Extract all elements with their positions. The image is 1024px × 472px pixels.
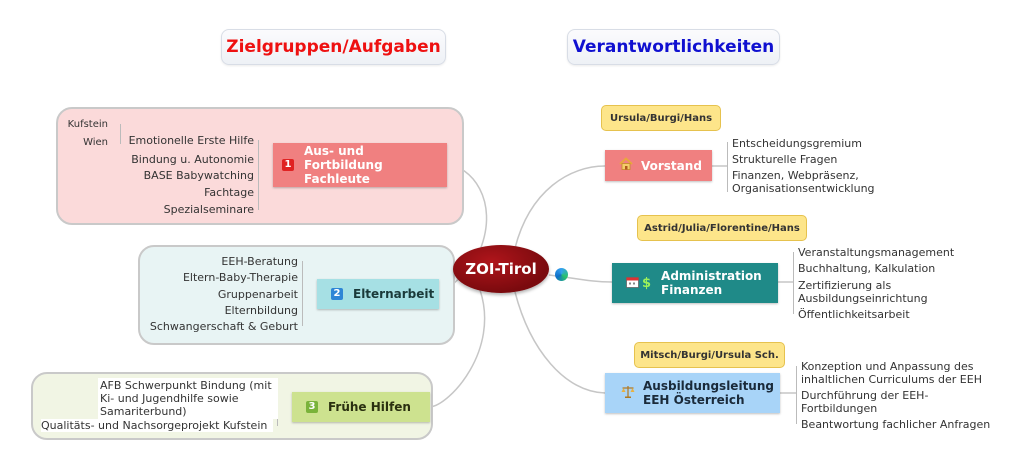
topic-elternarbeit[interactable]: 2 Elternarbeit (317, 279, 439, 309)
subtopic-fachtage[interactable]: Fachtage (204, 186, 254, 199)
subtopic-qualitaets-nachsorgeprojekt[interactable]: Qualitäts- und Nachsorgeprojekt Kufstein (41, 419, 273, 432)
priority-3-icon: 3 (306, 401, 318, 413)
subtopic-base-babywatching[interactable]: BASE Babywatching (143, 169, 254, 182)
scales-icon (621, 385, 635, 401)
dollar-icon: $ (642, 275, 652, 291)
topic-vorstand[interactable]: Vorstand (605, 150, 712, 181)
central-topic[interactable]: ZOI-Tirol (453, 245, 549, 293)
topic-vorstand-label: Vorstand (641, 158, 702, 173)
subtopic-beantwortung-anfragen[interactable]: Beantwortung fachlicher Anfragen (801, 418, 991, 431)
header-zielgruppen-label: Zielgruppen/Aufgaben (226, 37, 441, 57)
topic-elternarbeit-label: Elternarbeit (353, 287, 435, 301)
subtopic-veranstaltungsmanagement[interactable]: Veranstaltungsmanagement (798, 246, 955, 259)
subtopic-strukturelle-fragen[interactable]: Strukturelle Fragen (732, 153, 838, 166)
callout-vorstand-label: Ursula/Burgi/Hans (609, 112, 713, 124)
subtopic-wien[interactable]: Wien (83, 137, 108, 148)
subtopic-finanzen-webpraesenz[interactable]: Finanzen, Webpräsenz, Organisationsentwi… (732, 169, 875, 195)
subtopic-gruppenarbeit[interactable]: Gruppenarbeit (217, 288, 298, 301)
link-ausbildung (514, 291, 606, 394)
calendar-icon (626, 276, 639, 291)
topic-fruehe-hilfen[interactable]: 3 Frühe Hilfen (292, 392, 430, 422)
subtopic-zertifizierung[interactable]: Zertifizierung als Ausbildungseinrichtun… (798, 279, 928, 305)
subtopic-buchhaltung-kalkulation[interactable]: Buchhaltung, Kalkulation (798, 262, 936, 275)
subtopic-kufstein[interactable]: Kufstein (67, 119, 108, 130)
house-icon (619, 157, 633, 174)
header-verantwortlichkeiten: Verantwortlichkeiten (567, 29, 780, 65)
topic-administration-finanzen-label: Administration Finanzen (661, 269, 762, 297)
topic-fruehe-hilfen-label: Frühe Hilfen (328, 400, 411, 414)
subtopic-bindung-autonomie[interactable]: Bindung u. Autonomie (131, 153, 254, 166)
subtopic-konzeption-anpassung[interactable]: Konzeption und Anpassung des inhaltliche… (801, 360, 982, 386)
central-topic-label: ZOI-Tirol (465, 260, 537, 278)
callout-administration-label: Astrid/Julia/Florentine/Hans (644, 222, 800, 234)
subtopic-schwangerschaft-geburt[interactable]: Schwangerschaft & Geburt (149, 320, 298, 333)
callout-ausbildungsleitung-label: Mitsch/Burgi/Ursula Sch. (640, 349, 779, 361)
subtopic-entscheidungsgremium[interactable]: Entscheidungsgremium (732, 137, 862, 150)
subtopic-afb-schwerpunkt-bindung[interactable]: AFB Schwerpunkt Bindung (mit Ki- und Jug… (98, 378, 278, 419)
subtopic-eltern-baby-therapie[interactable]: Eltern-Baby-Therapie (182, 271, 298, 284)
topic-aus-und-fortbildung[interactable]: 1 Aus- und Fortbildung Fachleute (273, 143, 447, 187)
subtopic-durchfuehrung-fortbildungen[interactable]: Durchführung der EEH-Fortbildungen (801, 389, 929, 415)
priority-2-icon: 2 (331, 288, 343, 300)
topic-administration-finanzen[interactable]: $ Administration Finanzen (612, 263, 778, 303)
link-t3 (429, 289, 486, 408)
subtopic-eeh-beratung[interactable]: EEH-Beratung (221, 255, 298, 268)
link-vorstand (514, 165, 606, 249)
topic-aus-und-fortbildung-label: Aus- und Fortbildung Fachleute (304, 144, 383, 186)
header-verantwortlichkeiten-label: Verantwortlichkeiten (572, 37, 775, 57)
subtopic-oeffentlichkeitsarbeit[interactable]: Öffentlichkeitsarbeit (798, 308, 910, 321)
header-zielgruppen: Zielgruppen/Aufgaben (221, 29, 446, 65)
subtopic-elternbildung[interactable]: Elternbildung (224, 304, 298, 317)
callout-ausbildungsleitung[interactable]: Mitsch/Burgi/Ursula Sch. (634, 342, 785, 368)
edge-browser-icon[interactable] (555, 268, 568, 281)
topic-ausbildungsleitung-label: Ausbildungsleitung EEH Österreich (643, 379, 774, 407)
priority-1-icon: 1 (282, 159, 294, 171)
subtopic-spezialseminare[interactable]: Spezialseminare (163, 203, 254, 216)
callout-vorstand[interactable]: Ursula/Burgi/Hans (601, 105, 721, 131)
callout-administration[interactable]: Astrid/Julia/Florentine/Hans (637, 215, 807, 241)
topic-ausbildungsleitung[interactable]: Ausbildungsleitung EEH Österreich (605, 373, 780, 413)
subtopic-emotionelle-erste-hilfe[interactable]: Emotionelle Erste Hilfe (128, 134, 254, 147)
